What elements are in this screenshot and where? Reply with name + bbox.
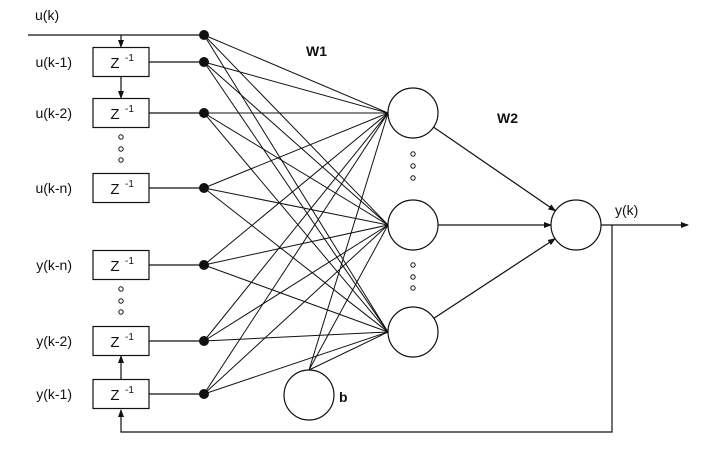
- w1-label: W1: [306, 43, 327, 59]
- output-neuron: [550, 199, 602, 251]
- w1-edge-un-h2: [203, 187, 389, 226]
- bias-edge-h3: [308, 331, 389, 371]
- delay-exponent: -1: [125, 179, 134, 190]
- ellipsis-icon: [118, 298, 124, 304]
- ellipsis-icon: [118, 146, 124, 152]
- w1-edge-u2-h3: [203, 112, 389, 333]
- delay-box-yn: [92, 249, 150, 281]
- tap-label-un: u(k-n): [35, 180, 72, 196]
- input-label-u0: u(k): [35, 7, 59, 23]
- ellipsis-icon: [118, 309, 124, 315]
- delay-box-u2: [92, 97, 150, 129]
- input-node-un: [199, 183, 209, 193]
- ellipsis-icon: [118, 286, 124, 292]
- w1-edge-y2-h2: [203, 224, 389, 342]
- delay-box-y2: [92, 325, 150, 357]
- w1-edge-y1-h1: [203, 112, 389, 395]
- delay-operator: Z: [110, 55, 119, 72]
- ellipsis-icon: [410, 175, 416, 181]
- bias-edge-h2: [308, 224, 389, 371]
- w1-edge-yn-h3: [203, 264, 389, 333]
- input-node-u1: [199, 57, 209, 67]
- tap-label-y2: y(k-2): [36, 333, 72, 349]
- input-node-yn: [199, 260, 209, 270]
- delay-exponent: -1: [125, 385, 134, 396]
- ellipsis-icon: [410, 274, 416, 280]
- delay-operator: Z: [110, 387, 119, 404]
- w1-edge-u0-h3: [203, 34, 389, 333]
- delay-operator: Z: [110, 181, 119, 198]
- w1-edge-u1-h1: [203, 61, 389, 114]
- ellipsis-icon: [410, 163, 416, 169]
- tap-label-u1: u(k-1): [35, 54, 72, 70]
- delay-operator: Z: [110, 258, 119, 275]
- hidden-neuron-3: [387, 306, 439, 358]
- delay-operator: Z: [110, 334, 119, 351]
- tap-label-y1: y(k-1): [36, 386, 72, 402]
- w2-edge-h3: [433, 238, 556, 319]
- hidden-neuron-2: [387, 199, 439, 251]
- input-node-y2: [199, 336, 209, 346]
- w1-edge-y2-h1: [203, 112, 389, 342]
- delay-box-u1: [92, 46, 150, 78]
- w2-label: W2: [497, 110, 518, 126]
- delay-exponent: -1: [125, 332, 134, 343]
- w1-edge-un-h1: [203, 112, 389, 189]
- w1-edge-y1-h2: [203, 224, 389, 395]
- w1-edge-u0-h1: [203, 34, 389, 114]
- ellipsis-icon: [410, 151, 416, 157]
- delay-exponent: -1: [125, 104, 134, 115]
- w1-edge-u0-h2: [203, 34, 389, 226]
- w1-edge-y1-h3: [203, 331, 389, 395]
- tap-label-u2: u(k-2): [35, 105, 72, 121]
- input-node-u2: [199, 108, 209, 118]
- ellipsis-icon: [118, 134, 124, 140]
- tap-label-yn: y(k-n): [36, 257, 72, 273]
- w1-connections: [203, 34, 389, 395]
- ellipsis-icon: [410, 262, 416, 268]
- hidden-neuron-1: [387, 87, 439, 139]
- w1-edge-yn-h2: [203, 224, 389, 266]
- bias-neuron: [283, 369, 335, 421]
- w1-edge-un-h3: [203, 187, 389, 333]
- delay-exponent: -1: [125, 53, 134, 64]
- ellipsis-icon: [410, 285, 416, 291]
- delay-operator: Z: [110, 106, 119, 123]
- w2-edge-h1: [433, 126, 557, 212]
- input-node-y1: [199, 389, 209, 399]
- delay-box-un: [92, 172, 150, 204]
- feedback-loop: [118, 225, 613, 433]
- delay-box-y1: [92, 378, 150, 410]
- w1-edge-u1-h3: [203, 61, 389, 333]
- ellipsis-icon: [118, 157, 124, 163]
- w1-edge-u2-h2: [203, 112, 389, 226]
- input-node-u0: [199, 30, 209, 40]
- w1-edge-y2-h3: [203, 331, 389, 342]
- output-label: y(k): [615, 202, 638, 218]
- bias-label: b: [339, 389, 348, 405]
- w1-edge-u1-h2: [203, 61, 389, 226]
- bias-edge-h1: [308, 112, 389, 371]
- delay-exponent: -1: [125, 256, 134, 267]
- w1-edge-yn-h1: [203, 112, 389, 266]
